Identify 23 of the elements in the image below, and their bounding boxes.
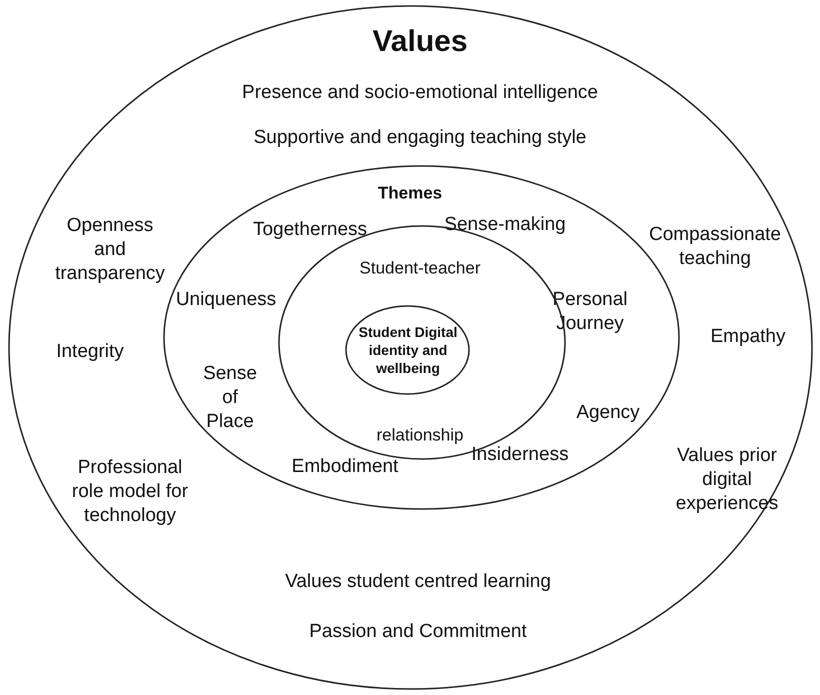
heading: Values — [371, 24, 469, 60]
label: Student-teacher — [358, 258, 482, 278]
label: Empathy — [710, 325, 786, 349]
label: Embodiment — [290, 455, 400, 479]
core-ellipse — [345, 305, 470, 395]
label: Passion and Commitment — [308, 620, 528, 644]
label: Presence and socio-emotional intelligence — [241, 81, 599, 105]
label: relationship — [376, 424, 464, 446]
label: Integrity — [55, 340, 125, 364]
label: Insiderness — [470, 443, 570, 467]
label: Compassionate teaching — [648, 223, 782, 271]
label: Uniqueness — [174, 288, 278, 312]
label: Openness and transparency — [54, 214, 166, 286]
label: Student Digital identity and wellbeing — [358, 323, 458, 377]
outer-ellipse — [8, 5, 813, 690]
label: Sense of Place — [202, 362, 258, 434]
label: Values student centred learning — [284, 570, 552, 594]
heading: Themes — [376, 182, 444, 204]
label: Togetherness — [252, 218, 368, 242]
label: Supportive and engaging teaching style — [252, 126, 588, 150]
label: Sense-making — [443, 213, 567, 237]
label: Agency — [575, 401, 641, 425]
label: Professional role model for technology — [70, 456, 190, 528]
